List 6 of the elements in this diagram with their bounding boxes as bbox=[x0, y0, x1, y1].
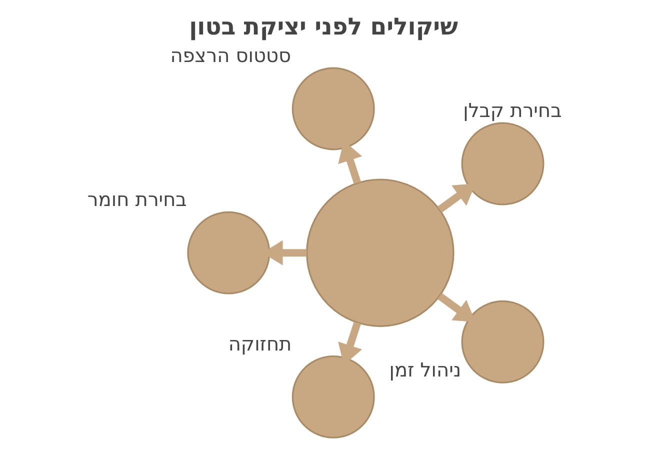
node-label: ניהול זמן bbox=[388, 358, 461, 382]
node-label: סטטוס הרצפה bbox=[170, 44, 290, 68]
node-label: בחירת קבלן bbox=[462, 99, 562, 122]
node-label: בחירת חומר bbox=[86, 188, 186, 212]
diagram-title: שיקולים לפני יציקת בטון bbox=[188, 12, 458, 40]
node-label: תחזוקה bbox=[228, 332, 292, 356]
